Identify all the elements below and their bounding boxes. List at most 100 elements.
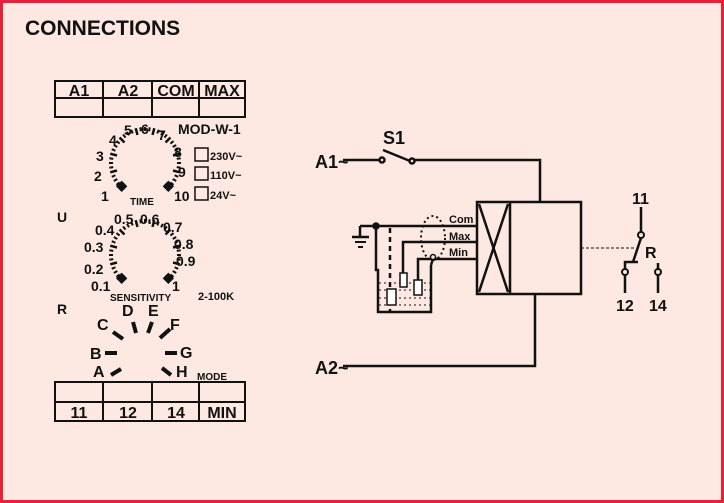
dial-tick: [169, 273, 175, 278]
relay-label: R: [645, 245, 657, 262]
dial-tick: [109, 157, 114, 160]
switch-s1-label: S1: [383, 128, 405, 148]
dial-tick: [113, 236, 118, 240]
sensitivity-dial[interactable]: [109, 219, 181, 284]
bottom-terminal-table: [54, 381, 246, 422]
max-wire: [401, 240, 477, 273]
relay-contact-lever: [631, 237, 643, 263]
terminal-12: 12: [119, 405, 137, 422]
ground-icon: [352, 235, 369, 248]
terminal-max: MAX: [204, 83, 240, 100]
sensitivity-scale-label: 0.6: [140, 211, 160, 227]
time-scale-label: 4: [109, 132, 117, 148]
sensitivity-scale-label: 0.3: [84, 239, 104, 255]
dial-tick: [156, 129, 160, 134]
dial-tick: [109, 249, 114, 252]
switch-s1-lever: [382, 148, 411, 163]
dial-tick: [126, 131, 130, 136]
max-electrode: [399, 272, 408, 288]
min-electrode: [413, 279, 423, 296]
mode-position: E: [148, 303, 159, 320]
dial-tick: [172, 270, 177, 274]
supply-wire: [414, 158, 542, 202]
dial-tick: [111, 266, 116, 270]
mode-selector[interactable]: [105, 321, 177, 377]
voltage-box-24: [194, 186, 209, 201]
dial-tick: [109, 152, 118, 157]
probe-min-label: Min: [449, 247, 468, 259]
mode-position: H: [176, 364, 188, 381]
dial-tick: [118, 136, 126, 144]
sensitivity-scale-label: 0.7: [163, 219, 183, 235]
a2-supply-label: A2~: [315, 358, 349, 378]
dial-tick: [109, 258, 114, 261]
contact-12-label: 12: [616, 298, 634, 315]
dial-tick: [111, 148, 116, 152]
voltage-box-110: [194, 166, 209, 181]
dial-tick: [134, 127, 139, 136]
voltage-checkboxes: [194, 147, 209, 201]
time-scale-label: 7: [158, 127, 166, 143]
dial-tick: [139, 127, 142, 132]
dial-tick: [148, 219, 151, 224]
sensitivity-scale-label: 0.8: [174, 236, 194, 252]
schematic: [343, 148, 662, 368]
dial-tick: [176, 166, 181, 169]
dial-tick: [176, 157, 181, 160]
a1-supply-label: A1~: [315, 152, 349, 172]
dial-tick: [113, 270, 118, 274]
time-dial[interactable]: [109, 127, 181, 192]
sensitivity-scale-label: 0.9: [176, 253, 196, 269]
dial-tick: [130, 129, 134, 134]
dial-tick: [139, 219, 142, 224]
time-scale-label: 9: [178, 164, 186, 180]
mode-position: G: [180, 345, 192, 362]
a2-wire: [343, 294, 537, 368]
sensitivity-range: 2-100K: [198, 291, 234, 303]
dial-tick: [172, 244, 181, 249]
dial-tick: [174, 148, 179, 152]
sensitivity-scale-label: 0.5: [114, 211, 134, 227]
mode-position: C: [97, 317, 109, 334]
dial-end-marker: [162, 272, 174, 284]
dial-tick: [113, 178, 118, 182]
dial-tick: [115, 232, 121, 237]
mode-position: D: [122, 303, 134, 320]
dial-end-marker: [116, 272, 128, 284]
com-electrode: [386, 288, 397, 306]
time-dial-label: TIME: [130, 197, 154, 208]
voltage-box-230: [194, 147, 209, 162]
dial-tick: [156, 221, 160, 226]
dial-tick: [169, 181, 175, 186]
sensitivity-scale-label: 0.4: [95, 222, 115, 238]
dial-tick: [174, 266, 179, 270]
dial-tick: [134, 219, 139, 228]
contact-14-label: 14: [649, 298, 667, 315]
time-scale-label: 3: [96, 148, 104, 164]
dial-tick: [176, 258, 181, 261]
mode-position: F: [170, 317, 180, 334]
dial-tick: [160, 223, 164, 228]
dial-tick: [109, 169, 118, 174]
terminal-11: 11: [71, 405, 88, 422]
dial-tick: [164, 228, 172, 236]
page-title: CONNECTIONS: [25, 17, 180, 40]
time-scale-label: 2: [94, 168, 102, 184]
probe-max-label: Max: [449, 231, 471, 243]
probe-com-label: Com: [449, 214, 474, 226]
dial-tick: [115, 273, 121, 278]
time-scale-label: 8: [174, 144, 182, 160]
dial-tick: [172, 144, 177, 148]
u-label: U: [57, 209, 67, 225]
mode-position: A: [93, 364, 105, 381]
time-scale-label: 6: [141, 121, 149, 137]
dial-tick: [169, 140, 175, 145]
top-terminal-table: [54, 80, 246, 118]
dial-tick: [118, 228, 126, 236]
sensitivity-scale-label: 0.2: [84, 261, 104, 277]
dial-tick: [113, 144, 118, 148]
dial-tick: [164, 136, 172, 144]
dial-tick: [122, 133, 127, 139]
voltage-24: 24V~: [210, 190, 237, 202]
